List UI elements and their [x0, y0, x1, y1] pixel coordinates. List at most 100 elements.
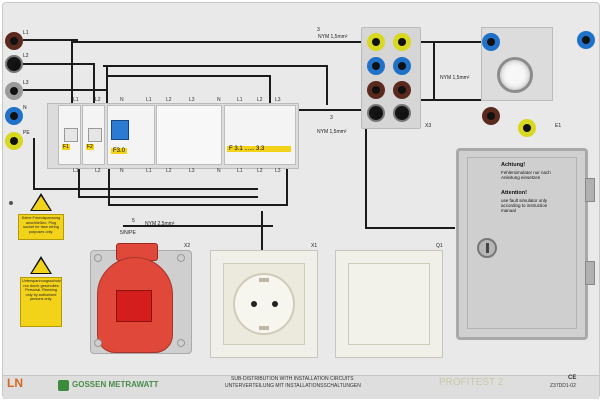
rcd-test-button[interactable]: [111, 120, 129, 140]
cee-screw-bl: [94, 339, 102, 347]
din-bottom-b4-l1: L1: [237, 168, 243, 174]
module-block: [156, 105, 222, 165]
brand-logo-icon: LN: [7, 376, 23, 390]
breaker-f1[interactable]: F1: [58, 105, 81, 165]
brand-name: GOSSEN METRAWATT: [72, 380, 159, 389]
breaker-f1-label: F1: [62, 144, 70, 150]
e1-yellow-socket[interactable]: [518, 119, 536, 137]
e1-brown-socket[interactable]: [482, 107, 500, 125]
x3-black-socket-2[interactable]: [393, 104, 411, 122]
wire-v7: [78, 168, 80, 198]
wire-q1-feed: [365, 227, 455, 229]
top-right-blue-socket[interactable]: [577, 31, 595, 49]
wire-x1-feed: [261, 211, 263, 251]
schuko-earth-bottom: [259, 326, 269, 330]
din-bottom-b4-l3: L3: [275, 168, 281, 174]
l3-socket[interactable]: [5, 82, 23, 100]
din-top-b4-l1: L1: [237, 97, 243, 103]
footer-code: Z37DD1-02: [550, 383, 576, 389]
x3-blue-socket-2[interactable]: [393, 57, 411, 75]
breaker-f2[interactable]: F2: [82, 105, 105, 165]
l1-socket[interactable]: [5, 32, 23, 50]
breaker-f1-toggle[interactable]: [64, 128, 78, 142]
wire-second-bus: [103, 65, 328, 67]
door-hinge-bottom: [585, 261, 595, 285]
warning-triangle-icon-top: !: [30, 193, 52, 211]
wire-bottom-3: [108, 204, 288, 206]
x2-label: X2: [184, 243, 191, 249]
din-bottom-l1: L1: [73, 168, 79, 174]
door-text-en: use fault simulator only according to in…: [501, 198, 548, 213]
footer-title-en: SUB-DISTRIBUTION WITH INSTALLATION CIRCU…: [231, 376, 354, 382]
footer-bar: [3, 375, 599, 399]
cable-top-label: NYM 1,5mm²: [318, 34, 348, 40]
rcd-f30[interactable]: F3.0: [107, 105, 155, 165]
l1-label: L1: [23, 30, 29, 36]
schuko-pin-right: [272, 301, 278, 307]
x3-blue-socket-1[interactable]: [367, 57, 385, 75]
wire-x3-e1: [413, 99, 483, 101]
wire-top-bus: [71, 41, 361, 43]
x3-yellow-socket-2[interactable]: [393, 33, 411, 51]
gossen-logo-icon: [58, 380, 69, 391]
schuko-earth-top: [259, 278, 269, 282]
din-bottom-l2: L2: [95, 168, 101, 174]
e1-lamp-button[interactable]: [497, 57, 533, 93]
panel-mount-hole: [9, 201, 13, 205]
x3-yellow-socket-1[interactable]: [367, 33, 385, 51]
wire-l2: [23, 63, 93, 65]
door-title-en: Attention!: [501, 190, 527, 196]
cee-screw-br: [177, 339, 185, 347]
din-top-b4-l2: L2: [257, 97, 263, 103]
wire-v6: [33, 138, 35, 190]
l2-socket[interactable]: [5, 55, 23, 73]
wire-v4: [326, 65, 328, 105]
n-socket[interactable]: [5, 107, 23, 125]
breaker-f2-toggle[interactable]: [88, 128, 102, 142]
x3-black-socket-1[interactable]: [367, 104, 385, 122]
wire-l1: [23, 39, 78, 41]
e1-blue-socket[interactable]: [482, 33, 500, 51]
light-switch-rocker[interactable]: [348, 263, 430, 345]
footer-series: PROFITEST 2: [439, 377, 504, 388]
wire-e1-down: [433, 41, 435, 99]
schuko-round-face[interactable]: [233, 273, 295, 335]
wire-v2: [93, 63, 95, 103]
din-top-b3-l2: L2: [166, 97, 172, 103]
pe-label: PE: [23, 130, 30, 136]
q1-label: Q1: [436, 243, 443, 249]
wire-v8: [108, 168, 110, 206]
din-bottom-b3-l2: L2: [166, 168, 172, 174]
x1-label: X1: [311, 243, 318, 249]
schuko-pin-left: [251, 301, 257, 307]
cable-cee-label: NYM 2,5mm²: [145, 221, 175, 227]
breaker-f3x-label: F 3.1 ...... 3.3: [227, 146, 291, 152]
wire-bottom-1: [33, 188, 258, 190]
cable-top-count: 3: [317, 27, 320, 33]
schuko-socket-face[interactable]: [223, 263, 305, 345]
din-bottom-n: N: [120, 168, 124, 174]
din-top-b3-l1: L1: [146, 97, 152, 103]
x3-brown-socket-1[interactable]: [367, 81, 385, 99]
din-top-b4-l3: L3: [275, 97, 281, 103]
cee-socket-face[interactable]: [116, 290, 152, 322]
cable-cee-count: 5: [132, 218, 135, 224]
x3-brown-socket-2[interactable]: [393, 81, 411, 99]
door-text-de: Fehlersimulator nur nach Anleitung einse…: [501, 170, 551, 180]
din-top-b3-l3: L3: [189, 97, 195, 103]
breaker-f2-label: F2: [86, 144, 94, 150]
e1-label: E1: [555, 123, 562, 129]
breaker-f3x[interactable]: F 3.1 ...... 3.3: [224, 105, 296, 165]
wire-v9: [286, 168, 288, 206]
warning-text-top: Keine Fremdspannung anschließen. Plug so…: [18, 214, 64, 240]
door-lock-icon[interactable]: [477, 238, 497, 258]
din-bottom-b3-l3: L3: [189, 168, 195, 174]
pe-socket[interactable]: [5, 132, 23, 150]
wire-v3: [106, 65, 108, 103]
wire-cee-feed: [123, 225, 273, 227]
fault-simulator-door[interactable]: Achtung! Fehlersimulator nur nach Anleit…: [456, 148, 588, 340]
ce-mark-icon: CE: [568, 375, 577, 381]
din-top-b4-n: N: [217, 97, 221, 103]
n-label: N: [23, 105, 27, 111]
